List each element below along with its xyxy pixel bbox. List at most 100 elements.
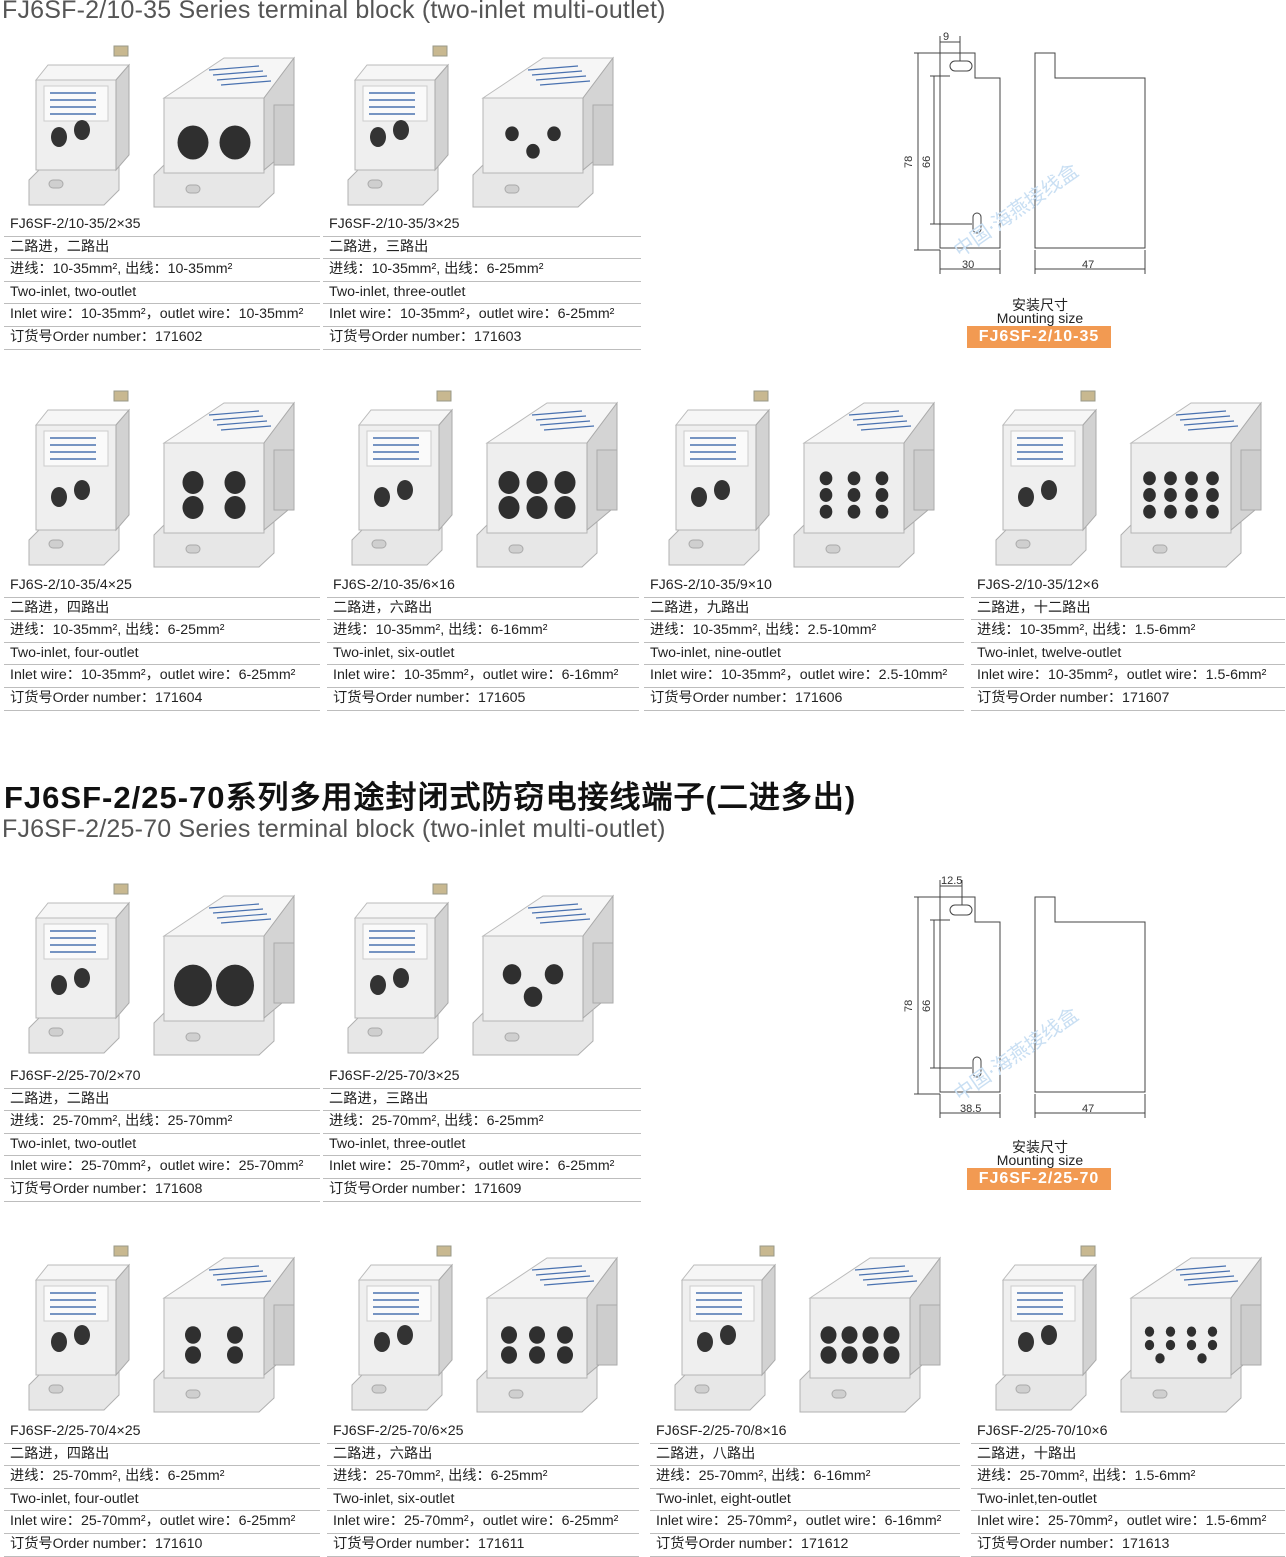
product-desc-en: Two-inlet, three-outlet [323, 1134, 641, 1157]
product-wire-en: Inlet wire：10-35mm²，outlet wire：6-16mm² [327, 665, 639, 688]
dim-w2: 47 [1082, 259, 1094, 271]
section2-title-en: FJ6SF-2/25-70 Series terminal block (two… [2, 815, 666, 843]
product-desc-cn: 二路进，三路出 [323, 237, 641, 260]
section1-title-en: FJ6SF-2/10-35 Series terminal block (two… [2, 0, 666, 24]
mounting-label-en-1: Mounting size [996, 310, 1084, 326]
product-desc-en: Two-inlet, six-outlet [327, 1489, 639, 1512]
product-photo [4, 868, 314, 1068]
dim-h1: 78 [903, 156, 915, 168]
product-order-number: 订货号Order number：171609 [323, 1179, 641, 1202]
product-desc-en: Two-inlet, six-outlet [327, 643, 639, 666]
product-desc-en: Two-inlet, eight-outlet [650, 1489, 960, 1512]
product-wire-cn: 进线：10-35mm², 出线：6-25mm² [4, 620, 320, 643]
product-desc-en: Two-inlet, twelve-outlet [971, 643, 1285, 666]
product-photo [327, 1230, 637, 1425]
dim-w1: 38.5 [960, 1103, 981, 1115]
dim-h2: 66 [921, 156, 933, 168]
product-photo [644, 375, 954, 580]
product-desc-en: Two-inlet, two-outlet [4, 282, 320, 305]
product-model: FJ6SF-2/25-70/4×25 [4, 1421, 320, 1444]
terminal-block-illustration [668, 390, 935, 568]
product-wire-en: Inlet wire：10-35mm²，outlet wire：1.5-6mm² [971, 665, 1285, 688]
terminal-block-illustration [28, 883, 295, 1056]
product-wire-cn: 进线：10-35mm², 出线：2.5-10mm² [644, 620, 964, 643]
product-wire-en: Inlet wire：25-70mm²，outlet wire：6-25mm² [4, 1511, 320, 1534]
product-wire-cn: 进线：10-35mm², 出线：6-16mm² [327, 620, 639, 643]
product-wire-en: Inlet wire：10-35mm²，outlet wire：10-35mm² [4, 304, 320, 327]
product-wire-cn: 进线：25-70mm², 出线：6-16mm² [650, 1466, 960, 1489]
mounting-drawing-svg: 12.5 78 66 38.5 47 中国·海燕接线盒 [903, 875, 1146, 1118]
product-wire-en: Inlet wire：25-70mm²，outlet wire：25-70mm² [4, 1156, 320, 1179]
product-model: FJ6SF-2/25-70/3×25 [323, 1066, 641, 1089]
product-desc-cn: 二路进，四路出 [4, 1444, 320, 1467]
product-model: FJ6S-2/10-35/9×10 [644, 575, 964, 598]
terminal-block-illustration [347, 883, 614, 1056]
product-desc-cn: 二路进，八路出 [650, 1444, 960, 1467]
product-desc-cn: 二路进，十路出 [971, 1444, 1285, 1467]
product-desc-en: Two-inlet, four-outlet [4, 1489, 320, 1512]
product-desc-cn: 二路进，十二路出 [971, 598, 1285, 621]
product-photo [4, 1230, 314, 1425]
product-order-number: 订货号Order number：171603 [323, 327, 641, 350]
product-model: FJ6SF-2/25-70/2×70 [4, 1066, 320, 1089]
terminal-block-illustration [351, 390, 618, 568]
product-order-number: 订货号Order number：171602 [4, 327, 320, 350]
dim-h1: 78 [903, 1000, 915, 1012]
product-photo [971, 1230, 1281, 1425]
mounting-label-cn-1: 安装尺寸 [1012, 297, 1068, 313]
dim-top: 9 [943, 31, 949, 43]
product-order-number: 订货号Order number：171604 [4, 688, 320, 711]
product-wire-cn: 进线：10-35mm², 出线：1.5-6mm² [971, 620, 1285, 643]
product-order-number: 订货号Order number：171607 [971, 688, 1285, 711]
product-wire-cn: 进线：25-70mm², 出线：6-25mm² [4, 1466, 320, 1489]
product-desc-en: Two-inlet,ten-outlet [971, 1489, 1285, 1512]
terminal-block-illustration [995, 390, 1262, 568]
product-desc-cn: 二路进，二路出 [4, 1089, 320, 1112]
product-wire-en: Inlet wire：25-70mm²，outlet wire：1.5-6mm² [971, 1511, 1285, 1534]
mounting-drawing-svg: 9 78 66 30 47 中国·海燕接线盒 [903, 31, 1146, 274]
product-desc-cn: 二路进，三路出 [323, 1089, 641, 1112]
section2-title-cn: FJ6SF-2/25-70系列多用途封闭式防窃电接线端子(二进多出) [4, 780, 857, 815]
product-order-number: 订货号Order number：171613 [971, 1534, 1285, 1557]
product-wire-cn: 进线：25-70mm², 出线：1.5-6mm² [971, 1466, 1285, 1489]
product-photo [323, 868, 633, 1068]
product-wire-en: Inlet wire：10-35mm²，outlet wire：2.5-10mm… [644, 665, 964, 688]
watermark: 中国·海燕接线盒 [949, 1002, 1083, 1106]
mounting-label-cn-2: 安装尺寸 [1012, 1139, 1068, 1155]
product-desc-cn: 二路进，六路出 [327, 1444, 639, 1467]
mounting-badge-2: FJ6SF-2/25-70 [967, 1168, 1111, 1190]
dim-top: 12.5 [941, 875, 962, 887]
product-desc-cn: 二路进，二路出 [4, 237, 320, 260]
product-wire-cn: 进线：25-70mm², 出线：25-70mm² [4, 1111, 320, 1134]
product-order-number: 订货号Order number：171608 [4, 1179, 320, 1202]
product-desc-en: Two-inlet, two-outlet [4, 1134, 320, 1157]
product-wire-cn: 进线：10-35mm², 出线：6-25mm² [323, 259, 641, 282]
product-photo [971, 375, 1281, 580]
product-order-number: 订货号Order number：171611 [327, 1534, 639, 1557]
product-order-number: 订货号Order number：171605 [327, 688, 639, 711]
mounting-label-en-2: Mounting size [996, 1152, 1084, 1168]
product-wire-en: Inlet wire：25-70mm²，outlet wire：6-25mm² [327, 1511, 639, 1534]
watermark: 中国·海燕接线盒 [949, 158, 1083, 262]
terminal-block-illustration [674, 1245, 941, 1413]
product-model: FJ6S-2/10-35/6×16 [327, 575, 639, 598]
dim-w1: 30 [962, 259, 974, 271]
product-photo [4, 375, 314, 580]
product-model: FJ6SF-2/25-70/10×6 [971, 1421, 1285, 1444]
product-wire-cn: 进线：25-70mm², 出线：6-25mm² [327, 1466, 639, 1489]
product-order-number: 订货号Order number：171606 [644, 688, 964, 711]
product-order-number: 订货号Order number：171612 [650, 1534, 960, 1557]
mounting-badge-1: FJ6SF-2/10-35 [967, 326, 1111, 348]
product-model: FJ6S-2/10-35/4×25 [4, 575, 320, 598]
product-wire-en: Inlet wire：25-70mm²，outlet wire：6-16mm² [650, 1511, 960, 1534]
